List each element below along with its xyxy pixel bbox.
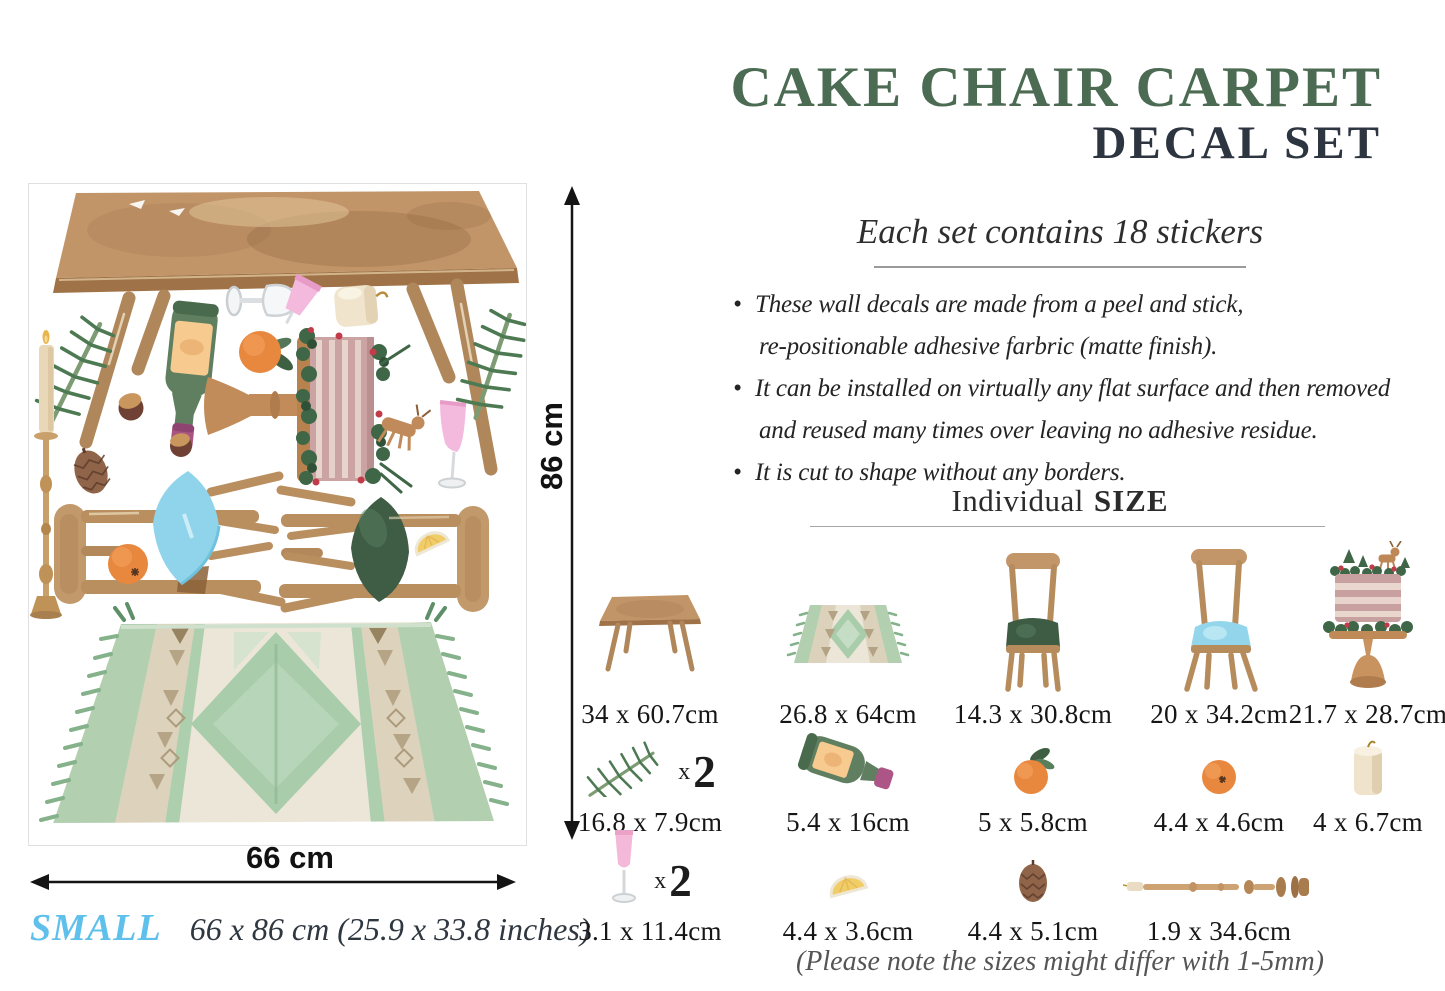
- set-count-subtitle: Each set contains 18 stickers: [856, 212, 1264, 251]
- width-arrow: [30, 874, 516, 890]
- champagne-glass-decal: [285, 273, 322, 325]
- champagne-bottle-decal: [165, 300, 219, 451]
- size-label: 26.8 x 64cm: [779, 699, 917, 729]
- size-label: 21.7 x 28.7cm: [1288, 699, 1445, 729]
- lemon-slice-icon: [829, 875, 869, 899]
- variant-name: SMALL: [30, 907, 162, 949]
- size-label: 3.1 x 11.4cm: [578, 916, 722, 946]
- bullet-item: • It can be installed on virtually any fl…: [733, 368, 1438, 452]
- decal-sheet-illustration: [29, 191, 526, 823]
- chair-green-icon: [1005, 553, 1061, 692]
- bullet-text: It is cut to shape without any borders.: [755, 459, 1126, 486]
- size-label: 5.4 x 16cm: [786, 807, 910, 837]
- bullet-marker: •: [733, 375, 742, 402]
- width-dimension-label: 66 cm: [246, 840, 334, 875]
- size-label: 4.4 x 3.6cm: [782, 916, 914, 946]
- size-cell-lemon: 4.4 x 3.6cm: [748, 840, 948, 947]
- candle-icon: [1354, 740, 1382, 795]
- individual-size-heading: Individual SIZE: [700, 483, 1420, 519]
- size-label: 16.8 x 7.9cm: [577, 807, 723, 837]
- multiplier-x: x: [678, 759, 691, 785]
- bullet-text: These wall decals are made from a peel a…: [755, 291, 1244, 318]
- size-cell-candlestick: 1.9 x 34.6cm: [1119, 840, 1319, 947]
- page-subtitle-title: DECAL SET: [1092, 117, 1382, 170]
- bullet-text: re-positionable adhesive farbric (matte …: [759, 333, 1218, 360]
- cake-icon: [1323, 541, 1413, 688]
- size-label: 5 x 5.8cm: [978, 807, 1088, 837]
- chair-green-decal: [276, 485, 489, 613]
- orange-decal: [239, 331, 293, 373]
- size-cell-cake: 21.7 x 28.7cm: [1268, 535, 1445, 730]
- size-cell-orange-leaf: 5 x 5.8cm: [933, 737, 1133, 838]
- feature-bullets: • These wall decals are made from a peel …: [733, 284, 1438, 494]
- wine-glass-decal: [225, 283, 300, 317]
- carpet-icon: [786, 605, 910, 663]
- multiplier-x: x: [654, 868, 667, 894]
- title-block: CAKE CHAIR CARPET DECAL SET: [730, 58, 1382, 168]
- variant-size-row: SMALL 66 x 86 cm (25.9 x 33.8 inches): [30, 906, 590, 950]
- pine-cone-decal: [73, 447, 111, 494]
- size-heading-rule: [810, 526, 1325, 527]
- candlestick-icon: [1123, 876, 1309, 898]
- height-arrow: [564, 186, 580, 840]
- candle-decal: [334, 285, 389, 327]
- bullet-text: It can be installed on virtually any fla…: [755, 375, 1391, 402]
- carpet-decal: [39, 602, 509, 823]
- size-cell-carpet: 26.8 x 64cm: [748, 535, 948, 730]
- bullet-text: and reused many times over leaving no ad…: [759, 417, 1318, 444]
- bullet-item: • It is cut to shape without any borders.: [733, 452, 1438, 494]
- subtitle-rule: [874, 266, 1246, 268]
- chair-blue-icon: [1184, 549, 1258, 692]
- height-dimension-label: 86 cm: [534, 402, 569, 490]
- orange-with-leaf-icon: [1014, 748, 1055, 794]
- size-label: 4 x 6.7cm: [1313, 807, 1423, 837]
- champagne-glass-decal: [438, 400, 467, 489]
- multiplier-count: 2: [669, 856, 692, 906]
- size-tolerance-note: (Please note the sizes might differ with…: [795, 946, 1325, 977]
- size-label: 34 x 60.7cm: [581, 699, 719, 729]
- pine-branch-icon: [586, 741, 660, 797]
- multiplier-count: 2: [693, 747, 716, 797]
- deer-cookie-decal: [377, 404, 432, 451]
- cake-decal: [204, 327, 432, 494]
- size-heading-bold: SIZE: [1093, 483, 1169, 518]
- candlestick-decal: [30, 330, 62, 619]
- size-heading-regular: Individual: [951, 483, 1084, 518]
- size-label: 4.4 x 5.1cm: [967, 916, 1099, 946]
- champagne-glass-icon: [612, 830, 637, 903]
- size-cell-pinecone: 4.4 x 5.1cm: [933, 840, 1133, 947]
- table-decal: [53, 191, 519, 476]
- champagne-bottle-icon: [797, 733, 894, 790]
- bullet-marker: •: [733, 459, 742, 486]
- size-label: 4.4 x 4.6cm: [1153, 807, 1285, 837]
- size-label: 1.9 x 34.6cm: [1146, 916, 1292, 946]
- chestnut-decal: [118, 393, 192, 457]
- size-cell-orange: 4.4 x 4.6cm: [1119, 737, 1319, 838]
- variant-detail: 66 x 86 cm (25.9 x 33.8 inches): [189, 911, 591, 947]
- pine-cone-icon: [1019, 860, 1047, 902]
- size-cell-chair-blue: 20 x 34.2cm: [1119, 535, 1319, 730]
- lemon-slice-decal: [414, 531, 451, 557]
- size-label: 20 x 34.2cm: [1150, 699, 1288, 729]
- size-cell-table: 34 x 60.7cm: [550, 535, 750, 730]
- orange-icon: [1202, 760, 1236, 794]
- page-title: CAKE CHAIR CARPET: [730, 56, 1382, 119]
- bullet-item: • These wall decals are made from a peel …: [733, 284, 1438, 368]
- size-label: 14.3 x 30.8cm: [953, 699, 1113, 729]
- bullet-marker: •: [733, 291, 742, 318]
- size-cell-bottle: 5.4 x 16cm: [748, 733, 948, 838]
- size-cell-candle: 4 x 6.7cm: [1268, 737, 1445, 838]
- size-cell-chair-green: 14.3 x 30.8cm: [933, 535, 1133, 730]
- table-icon: [599, 595, 701, 672]
- orange-decal: [108, 544, 148, 584]
- decal-sheet-panel: [28, 183, 527, 846]
